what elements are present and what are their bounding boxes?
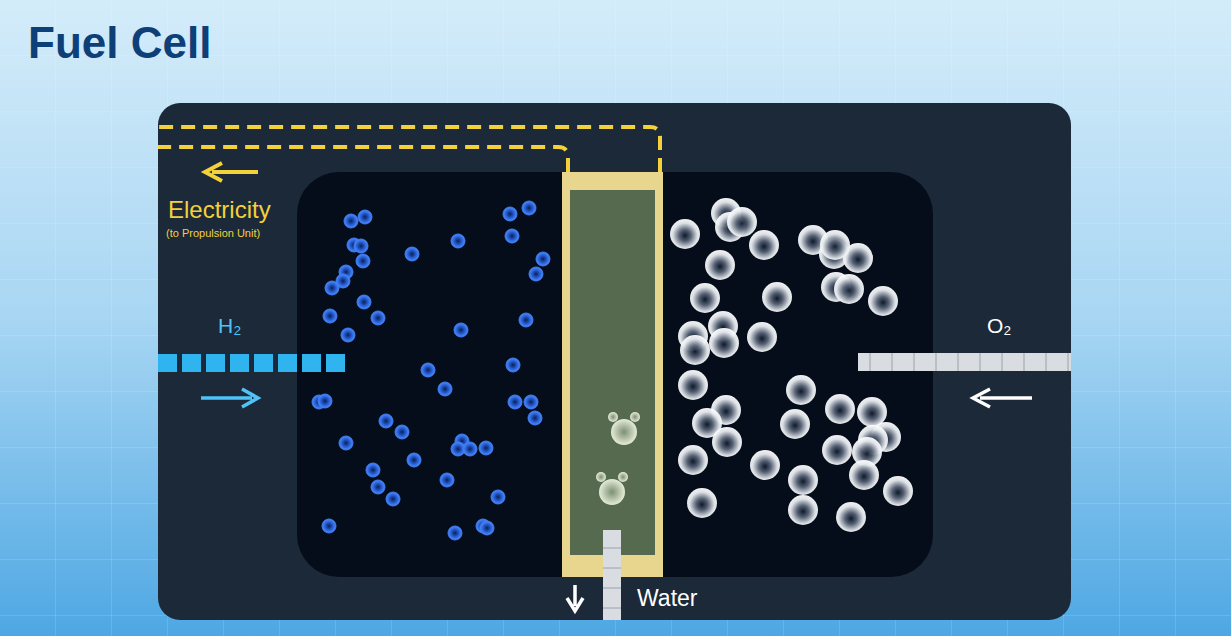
device-panel xyxy=(158,103,1071,620)
electricity-note: (to Propulsion Unit) xyxy=(166,227,260,240)
oxygen-inlet xyxy=(858,353,1071,371)
electric-wire xyxy=(158,127,660,172)
hydrogen-molecules xyxy=(312,201,550,540)
hydrogen-inlet xyxy=(158,354,345,372)
diagram-title: Fuel Cell xyxy=(28,18,211,69)
membrane xyxy=(570,190,655,555)
oxygen-arrow xyxy=(973,389,1032,407)
oxygen-label: O₂ xyxy=(987,314,1012,338)
cell-chamber xyxy=(297,172,933,577)
hydrogen-label: H₂ xyxy=(218,314,241,338)
water-label: Water xyxy=(637,585,698,611)
water-arrow xyxy=(567,585,583,611)
electricity-arrow xyxy=(205,163,258,181)
water-molecules xyxy=(596,412,640,505)
hydrogen-arrow xyxy=(201,389,258,407)
water-outlet xyxy=(603,530,621,620)
electricity-label: Electricity xyxy=(168,196,271,224)
membrane-frame xyxy=(562,172,663,577)
